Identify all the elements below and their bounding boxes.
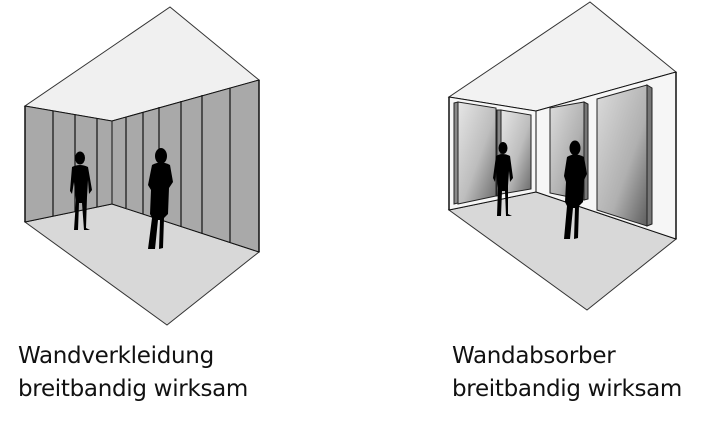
person-silhouette-man [70,151,92,230]
caption-wall-absorber: Wandabsorber breitbandig wirksam [452,340,682,406]
caption-wall-cladding: Wandverkleidung breitbandig wirksam [18,340,248,406]
room-left-wall-cladding [23,6,261,326]
cladding-seams [52,88,231,242]
person-silhouette-woman [564,140,587,239]
back-left-wall [24,105,113,223]
caption-subtitle: breitbandig wirksam [18,376,249,402]
person-silhouette-woman [148,148,173,249]
absorber-panel [453,101,497,205]
caption-title: Wandabsorber [452,343,616,369]
absorber-panel [596,84,653,227]
person-silhouette-man [493,142,513,216]
room-right-wall-absorber [447,1,678,311]
caption-title: Wandverkleidung [18,343,214,369]
caption-subtitle: breitbandig wirksam [452,376,683,402]
